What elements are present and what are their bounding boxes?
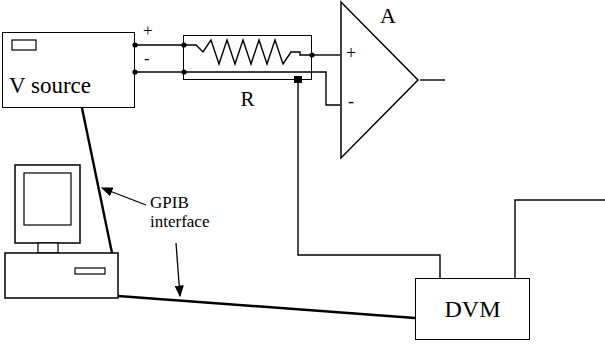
amplifier-output [420, 79, 445, 80]
wire [135, 71, 183, 72]
monitor-screen [24, 173, 71, 225]
source-name: V source [9, 73, 91, 98]
voltmeter-label: DVM [444, 296, 500, 322]
pointer-arrow [102, 188, 146, 205]
resistor-label: R [240, 88, 254, 111]
meter-lead [515, 200, 605, 278]
pointer-arrow [176, 243, 180, 296]
terminal-sign: - [144, 50, 150, 69]
source-display [12, 40, 36, 50]
terminal-sign: + [143, 22, 153, 41]
resistor-box: R [183, 35, 312, 80]
input-sign: + [346, 44, 356, 64]
gpib-cable [82, 108, 112, 253]
wire [312, 72, 340, 105]
sense-wire [184, 71, 312, 72]
amplifier-symbol [341, 2, 418, 158]
wire [135, 44, 183, 45]
amplifier-label: A [380, 4, 396, 28]
gpib-cable [118, 296, 415, 318]
amplifier-triangle: A + - [340, 0, 420, 160]
computer-base [5, 253, 118, 298]
resistor-symbol [184, 40, 312, 64]
drive-slot [75, 268, 105, 274]
voltage-source-box: V source [2, 32, 135, 108]
voltmeter-box: DVM [415, 278, 530, 340]
monitor [15, 165, 80, 243]
interface-label: GPIB interface [150, 194, 230, 231]
monitor-stand [38, 243, 58, 253]
computer-icon [5, 165, 118, 298]
input-sign: - [348, 92, 354, 112]
wire [312, 54, 340, 55]
